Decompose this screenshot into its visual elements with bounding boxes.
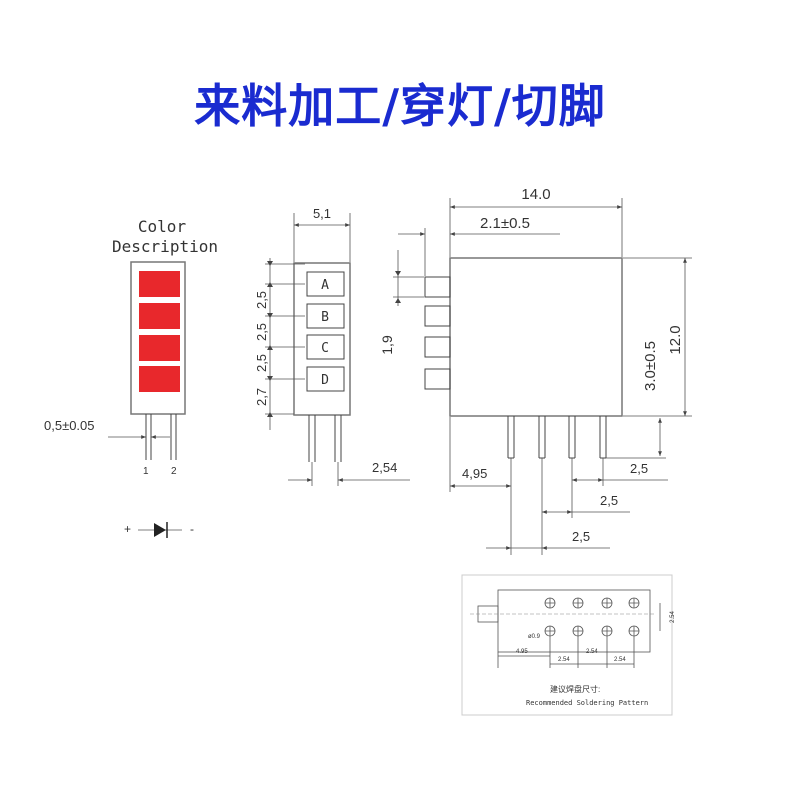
segment-a-color (139, 271, 180, 297)
front-body (293, 262, 351, 416)
plus-sign: + (124, 522, 131, 536)
minus-sign: - (190, 522, 194, 536)
footprint-first-dim: 4.95 (516, 649, 528, 655)
pitch-dim-2: 2,5 (254, 323, 269, 341)
footprint-caption-cn: 建议焊盘尺寸: (550, 684, 600, 694)
diode-symbol: + - (124, 522, 194, 538)
footprint-caption-en: Recommended Soldering Pattern (526, 699, 648, 707)
pin-width-dim: 0,5±0.05 (44, 418, 95, 433)
row-pitch-dim: 2.54 (670, 611, 676, 623)
pin-2-label: 2 (171, 466, 177, 477)
pitch-2-dim: 2,5 (600, 493, 618, 508)
segment-d-color (139, 366, 180, 392)
pitch-dim-4: 2,7 (254, 388, 269, 406)
side-view: 14.0 2.1±0.5 1,9 12.0 3.0±0.5 (379, 186, 692, 555)
first-pin-dim: 4,95 (462, 466, 487, 481)
segment-b-label: B (321, 310, 329, 325)
length-dim: 14.0 (521, 186, 550, 203)
segment-b-color (139, 303, 180, 329)
lead-height-dim: 1,9 (379, 335, 395, 355)
pitch-dim-3: 2,5 (254, 354, 269, 372)
color-label: Color (138, 217, 187, 236)
front-view: A B C D 5,1 2,5 2,5 2,5 2,7 2,54 (254, 206, 410, 486)
height-dim: 12.0 (667, 325, 684, 354)
pitch-1-dim: 2,5 (572, 529, 590, 544)
soldering-footprint: ø0.9 2.54 4.95 2.54 2.54 2.54 建议焊盘尺寸: Re… (461, 574, 676, 716)
segment-boxes: A B C D (306, 271, 345, 392)
solder-holes (544, 597, 640, 637)
description-label: Description (112, 237, 218, 256)
side-body (449, 257, 623, 417)
color-description-view: Color Description 0,5±0.05 1 2 + - (44, 217, 218, 538)
pin-1-label: 1 (143, 466, 149, 477)
pitch-3-dim: 2,5 (630, 461, 648, 476)
pitch-dim-1: 2,5 (254, 291, 269, 309)
offset-dim: 2.1±0.5 (480, 215, 530, 232)
segment-d-label: D (321, 373, 329, 388)
page-title: 来料加工/穿灯/切脚 (194, 79, 606, 133)
footprint-pitch-1: 2.54 (558, 657, 570, 663)
pin-pitch-dim: 2,54 (372, 460, 397, 475)
pin-height-dim: 3.0±0.5 (642, 341, 659, 391)
segment-c-color (139, 335, 180, 361)
front-width-dim: 5,1 (313, 206, 331, 221)
footprint-pitch-2: 2.54 (586, 649, 598, 655)
hole-diameter-dim: ø0.9 (528, 634, 541, 640)
footprint-pitch-3: 2.54 (614, 657, 626, 663)
segment-a-label: A (321, 278, 329, 293)
segment-c-label: C (321, 341, 329, 356)
